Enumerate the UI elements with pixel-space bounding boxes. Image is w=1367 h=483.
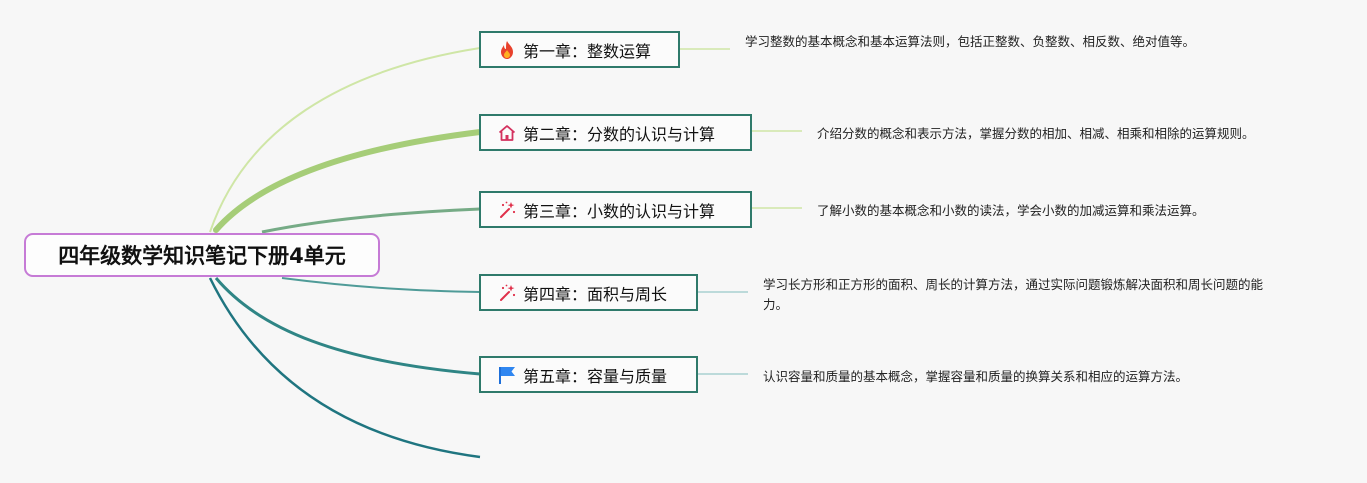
chapter-description-5: 认识容量和质量的基本概念，掌握容量和质量的换算关系和相应的运算方法。	[763, 369, 1189, 384]
chapter-label-2: 第二章：分数的认识与计算	[523, 124, 716, 144]
blue-flag-icon	[497, 365, 517, 385]
branch-line-1	[209, 47, 481, 233]
chapter-node-4[interactable]: 第四章：面积与周长	[479, 274, 698, 311]
root-title: 四年级数学知识笔记下册4单元	[58, 244, 346, 268]
root-node[interactable]: 四年级数学知识笔记下册4单元	[24, 233, 380, 277]
branch-line-4	[281, 277, 481, 293]
branch-line-3	[261, 207, 481, 234]
chapter-label-5: 第五章：容量与质量	[523, 366, 668, 386]
chapter-description-1: 学习整数的基本概念和基本运算法则，包括正整数、负整数、相反数、绝对值等。	[745, 34, 1196, 49]
fire-icon	[497, 40, 517, 60]
branch-line-2	[213, 129, 483, 233]
chapter-node-3[interactable]: 第三章：小数的认识与计算	[479, 191, 752, 228]
chapter-node-5[interactable]: 第五章：容量与质量	[479, 356, 698, 393]
chapter-node-2[interactable]: 第二章：分数的认识与计算	[479, 114, 752, 151]
chapter-description-2: 介绍分数的概念和表示方法，掌握分数的相加、相减、相乘和相除的运算规则。	[817, 126, 1255, 141]
chapter-node-1[interactable]: 第一章：整数运算	[479, 31, 680, 68]
house-icon	[497, 123, 517, 143]
magic-wand-icon	[497, 200, 517, 220]
chapter-description-4: 学习长方形和正方形的面积、周长的计算方法，通过实际问题锻炼解决面积和周长问题的能…	[763, 277, 1264, 312]
chapter-label-1: 第一章：整数运算	[523, 41, 652, 61]
chapter-label-4: 第四章：面积与周长	[523, 284, 668, 304]
branch-line-5	[214, 277, 481, 376]
branch-line-6	[208, 277, 481, 459]
chapter-description-3: 了解小数的基本概念和小数的读法，学会小数的加减运算和乘法运算。	[817, 203, 1205, 218]
magic-wand-icon	[497, 283, 517, 303]
chapter-label-3: 第三章：小数的认识与计算	[523, 201, 716, 221]
